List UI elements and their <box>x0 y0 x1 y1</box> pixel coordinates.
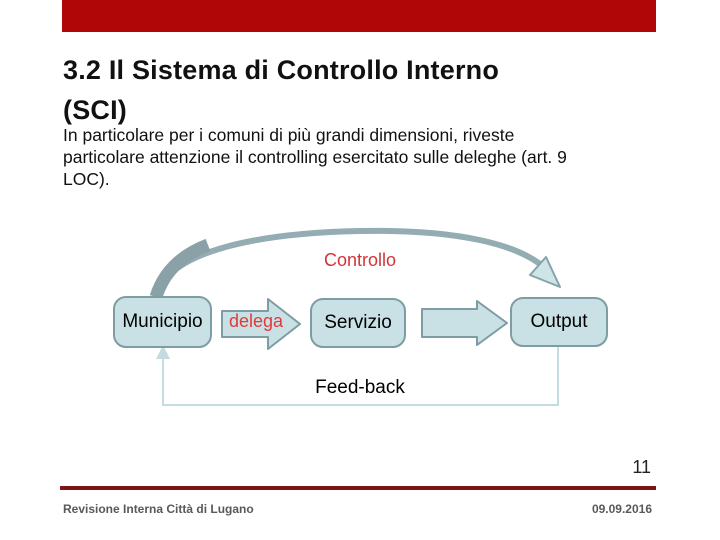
delega-label: delega <box>228 311 284 331</box>
feedback-label: Feed-back <box>315 377 405 398</box>
node-output: Output <box>510 297 608 347</box>
node-output-label: Output <box>530 311 588 332</box>
delega-block-arrow-icon <box>221 298 301 350</box>
feedback-elbow-line <box>162 347 559 406</box>
footer-text: Revisione Interna Città di Lugano <box>63 502 254 516</box>
page-title: 3.2 Il Sistema di Controllo Interno (SCI… <box>63 50 663 130</box>
page-number: 11 <box>632 457 651 477</box>
page-title-line2: (SCI) <box>63 95 127 125</box>
body-paragraph: In particolare per i comuni di più grand… <box>63 124 663 190</box>
node-servizio: Servizio <box>310 298 406 348</box>
diagram-arrows <box>149 227 561 406</box>
controllo-curved-arrow-tail <box>149 238 211 300</box>
servizio-output-block-arrow-icon <box>421 300 508 346</box>
top-accent-bar <box>62 0 656 32</box>
node-servizio-label: Servizio <box>324 312 392 333</box>
body-line: LOC). <box>63 169 110 189</box>
feedback-arrowhead-icon <box>156 345 170 359</box>
page-title-line1: 3.2 Il Sistema di Controllo Interno <box>63 55 500 85</box>
body-line: particolare attenzione il controlling es… <box>63 147 567 167</box>
node-municipio-label: Municipio <box>122 311 203 332</box>
controllo-arrowhead-icon <box>529 256 561 288</box>
footer-date: 09.09.2016 <box>591 502 652 516</box>
controllo-label: Controllo <box>323 250 397 270</box>
node-municipio: Municipio <box>113 296 212 348</box>
body-line: In particolare per i comuni di più grand… <box>63 125 515 145</box>
footer-rule <box>60 486 656 490</box>
